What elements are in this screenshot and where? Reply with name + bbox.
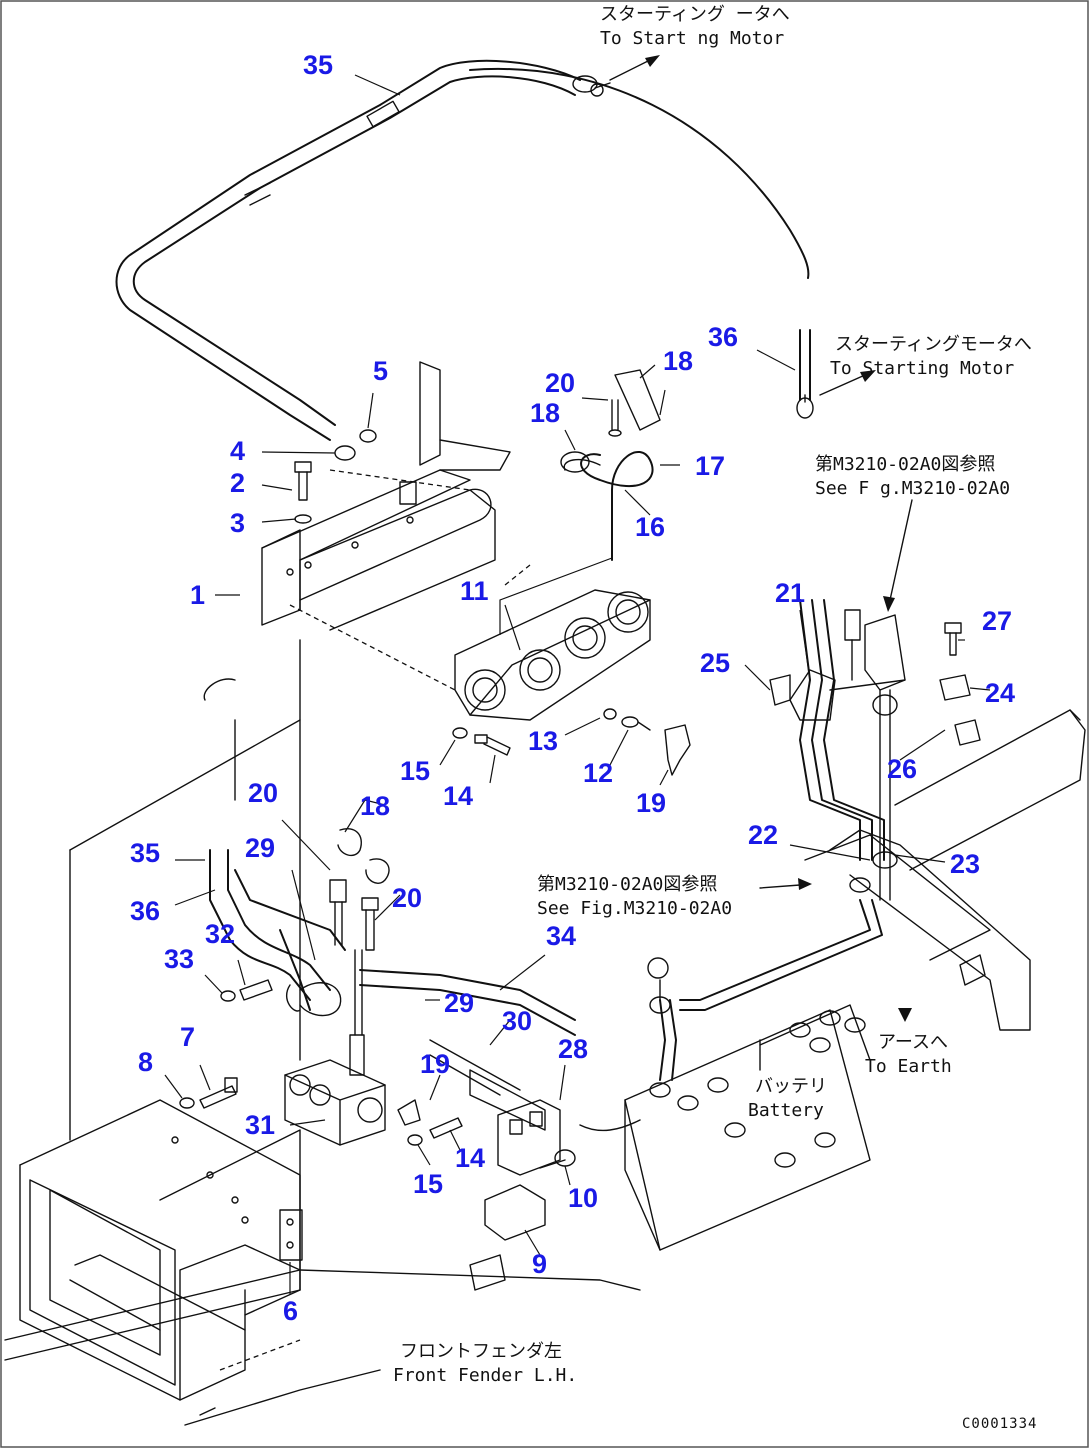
callout-leaders: [164, 74, 991, 1295]
callout-10: 10: [568, 1183, 598, 1213]
relay-31-switch: [284, 828, 390, 1146]
callout-24: 24: [985, 678, 1015, 708]
callout-18: 18: [530, 398, 560, 428]
bracket-1: [261, 361, 511, 631]
harness-30-28: [469, 1069, 641, 1176]
fasteners-7-8-14-15-19-32-33: [179, 979, 576, 1169]
callout-16: 16: [635, 512, 665, 542]
callout-9: 9: [532, 1249, 547, 1279]
callout-8: 8: [138, 1047, 153, 1077]
callout-19: 19: [636, 788, 666, 818]
callout-14: 14: [455, 1143, 485, 1173]
callout-31: 31: [245, 1110, 275, 1140]
callout-25: 25: [700, 648, 730, 678]
callout-36: 36: [708, 322, 738, 352]
bracket-9: [469, 1184, 546, 1291]
callout-33: 33: [164, 944, 194, 974]
callout-15: 15: [413, 1169, 443, 1199]
callout-32: 32: [205, 919, 235, 949]
note-earth-jp: アースへ: [878, 1032, 948, 1053]
bolt-2-washer-3: [294, 461, 312, 524]
callout-35: 35: [130, 838, 160, 868]
cable-35-loop: [115, 59, 810, 441]
callout-1: 1: [190, 580, 205, 610]
note-see-fig-2-jp: 第M3210-02A0図参照: [537, 874, 717, 895]
note-fender-en: Front Fender L.H.: [393, 1365, 577, 1386]
washer-4-nut-5: [334, 429, 377, 461]
callout-14: 14: [443, 781, 473, 811]
battery: [624, 1004, 871, 1251]
callout-34: 34: [546, 921, 576, 951]
callout-18: 18: [663, 346, 693, 376]
callout-22: 22: [748, 820, 778, 850]
note-see-fig-2-en: See Fig.M3210-02A0: [537, 898, 732, 919]
note-battery-en: Battery: [748, 1100, 824, 1121]
callout-13: 13: [528, 726, 558, 756]
frame-member-right: [804, 709, 1086, 1031]
note-earth-en: To Earth: [865, 1056, 952, 1077]
dashed-leaders: [289, 469, 531, 691]
callout-3: 3: [230, 508, 245, 538]
callout-20: 20: [545, 368, 575, 398]
note-fender-jp: フロントフェンダ左: [400, 1341, 562, 1362]
cable-16-17: [560, 369, 661, 561]
note-starting-motor-1-en: To Start ng Motor: [600, 28, 784, 49]
callout-7: 7: [180, 1022, 195, 1052]
note-see-fig-1-en: See F g.M3210-02A0: [815, 478, 1010, 499]
callout-29: 29: [444, 988, 474, 1018]
callout-30: 30: [502, 1006, 532, 1036]
battery-box-frame: [19, 639, 303, 1401]
callout-28: 28: [558, 1034, 588, 1064]
front-fender: [4, 1269, 641, 1426]
callout-6: 6: [283, 1296, 298, 1326]
note-starting-motor-1-jp: スターティング ータへ: [600, 4, 790, 25]
notes: スターティング ータへ To Start ng Motor スターティングモータ…: [393, 4, 1037, 1432]
callouts: 35 36 5 4 2 3 1 20 18 18 17 16 11 13 15 …: [130, 50, 1015, 1326]
note-see-fig-1-jp: 第M3210-02A0図参照: [815, 454, 995, 475]
note-starting-motor-2-en: To Starting Motor: [830, 358, 1014, 379]
callout-36: 36: [130, 896, 160, 926]
callout-2: 2: [230, 468, 245, 498]
battery-cables: [647, 899, 883, 1081]
callout-20: 20: [248, 778, 278, 808]
callout-12: 12: [583, 758, 613, 788]
callout-17: 17: [695, 451, 725, 481]
callout-15: 15: [400, 756, 430, 786]
callout-19: 19: [420, 1049, 450, 1079]
drawing-code: C0001334: [962, 1416, 1037, 1432]
callout-21: 21: [775, 578, 805, 608]
note-battery-jp: バッテリ: [755, 1076, 827, 1097]
note-starting-motor-2-jp: スターティングモータへ: [835, 334, 1032, 355]
lower-cables-29-36: [209, 849, 576, 1096]
arrows: [609, 55, 913, 1022]
callout-20: 20: [392, 883, 422, 913]
relay-assembly-11: [454, 557, 651, 721]
callout-5: 5: [373, 356, 388, 386]
callout-11: 11: [460, 576, 489, 606]
callout-35: 35: [303, 50, 333, 80]
callout-26: 26: [887, 754, 917, 784]
hardware-12-15-19: [452, 708, 691, 776]
callout-23: 23: [950, 849, 980, 879]
callout-29: 29: [245, 833, 275, 863]
cable-36-top: [796, 329, 814, 419]
callout-27: 27: [982, 606, 1012, 636]
callout-18: 18: [360, 791, 390, 821]
callout-4: 4: [230, 436, 245, 466]
